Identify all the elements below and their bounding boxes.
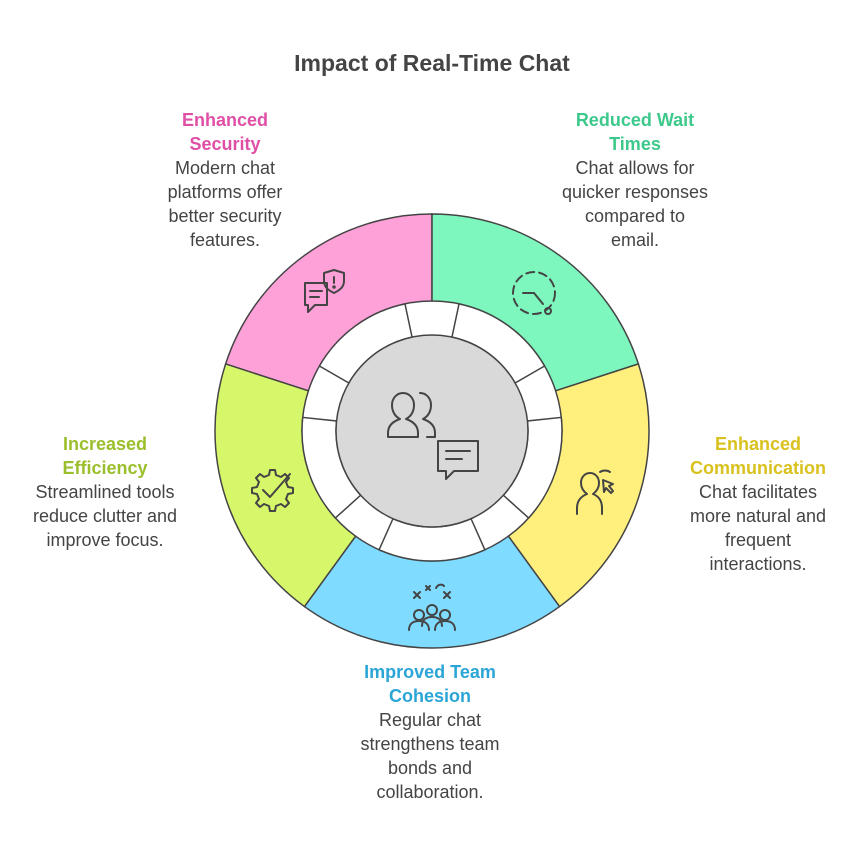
person-talk-icon — [576, 469, 614, 515]
segment-description: Streamlined tools reduce clutter and imp… — [32, 482, 178, 550]
segment-description: Chat facilitates more natural and freque… — [689, 482, 827, 574]
segment-reduced-wait-times: Reduced Wait Times Chat allows for quick… — [540, 108, 730, 252]
chat-lock-icon — [304, 269, 345, 313]
segment-title: Reduced Wait Times — [575, 110, 695, 154]
clock-icon — [512, 271, 556, 315]
segment-improved-team-cohesion: Improved Team Cohesion Regular chat stre… — [340, 660, 520, 804]
segment-enhanced-security: Enhanced Security Modern chat platforms … — [145, 108, 305, 252]
segment-description: Chat allows for quicker responses compar… — [561, 158, 709, 250]
gear-check-icon — [251, 469, 294, 512]
segment-enhanced-communication: Enhanced Communication Chat facilitates … — [668, 432, 848, 576]
center-circle — [335, 334, 529, 528]
segment-increased-efficiency: Increased Efficiency Streamlined tools r… — [10, 432, 200, 552]
users-chat-icon — [387, 392, 479, 480]
segment-title: Enhanced Communication — [689, 434, 826, 478]
segment-description: Modern chat platforms offer better secur… — [167, 158, 283, 250]
segment-title: Enhanced Security — [181, 110, 269, 154]
diagram-title: Impact of Real-Time Chat — [294, 50, 570, 76]
segment-description: Regular chat strengthens team bonds and … — [360, 710, 500, 802]
segment-title: Increased Efficiency — [62, 434, 148, 478]
team-icon — [408, 583, 456, 631]
segment-title: Improved Team Cohesion — [364, 662, 496, 706]
